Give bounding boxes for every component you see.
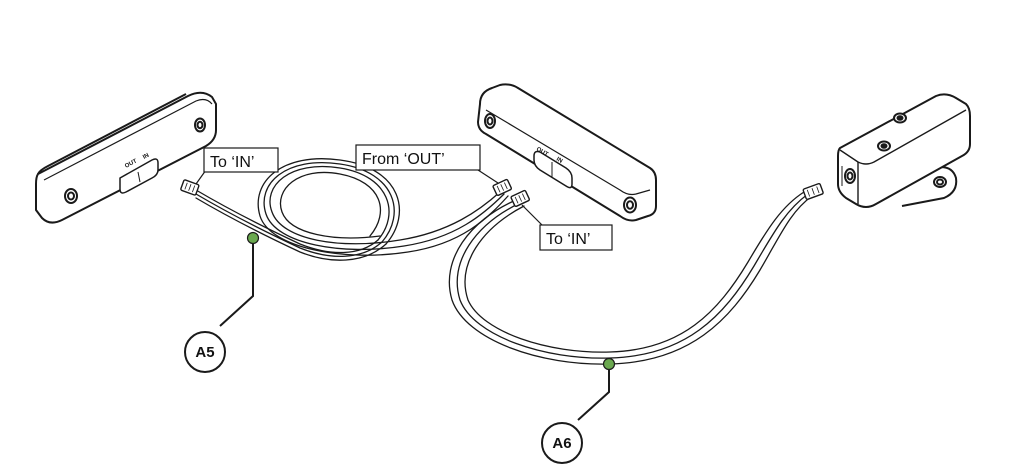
label-left-to-in-text: To ‘IN’ bbox=[210, 154, 254, 171]
callout-a6: A6 bbox=[541, 357, 616, 464]
label-left-to-in: To ‘IN’ bbox=[195, 147, 279, 185]
label-middle-to-in-text: To ‘IN’ bbox=[546, 231, 590, 248]
callout-a6-marker bbox=[602, 357, 616, 371]
callout-a5-marker bbox=[246, 231, 260, 245]
cable-a5 bbox=[195, 158, 509, 261]
callout-a5-label: A5 bbox=[195, 344, 214, 361]
callout-a5: A5 bbox=[184, 231, 260, 373]
callout-a6-label: A6 bbox=[552, 435, 571, 452]
connector-middle-out bbox=[492, 178, 512, 197]
label-from-out: From ‘OUT’ bbox=[355, 144, 499, 184]
left-port-out-label: OUT bbox=[124, 158, 138, 169]
label-from-out-text: From ‘OUT’ bbox=[362, 151, 445, 168]
left-port-in-label: IN bbox=[142, 153, 150, 161]
middle-port-out-label: OUT bbox=[535, 147, 549, 159]
label-middle-to-in: To ‘IN’ bbox=[521, 204, 613, 251]
right-control-module bbox=[837, 93, 971, 208]
left-sensor-module bbox=[35, 91, 217, 224]
connector-middle-in bbox=[510, 189, 530, 208]
connector-right-module bbox=[802, 182, 824, 200]
connector-left-in bbox=[180, 179, 200, 196]
middle-port-in-label: IN bbox=[555, 157, 563, 165]
middle-sensor-module bbox=[477, 83, 657, 222]
